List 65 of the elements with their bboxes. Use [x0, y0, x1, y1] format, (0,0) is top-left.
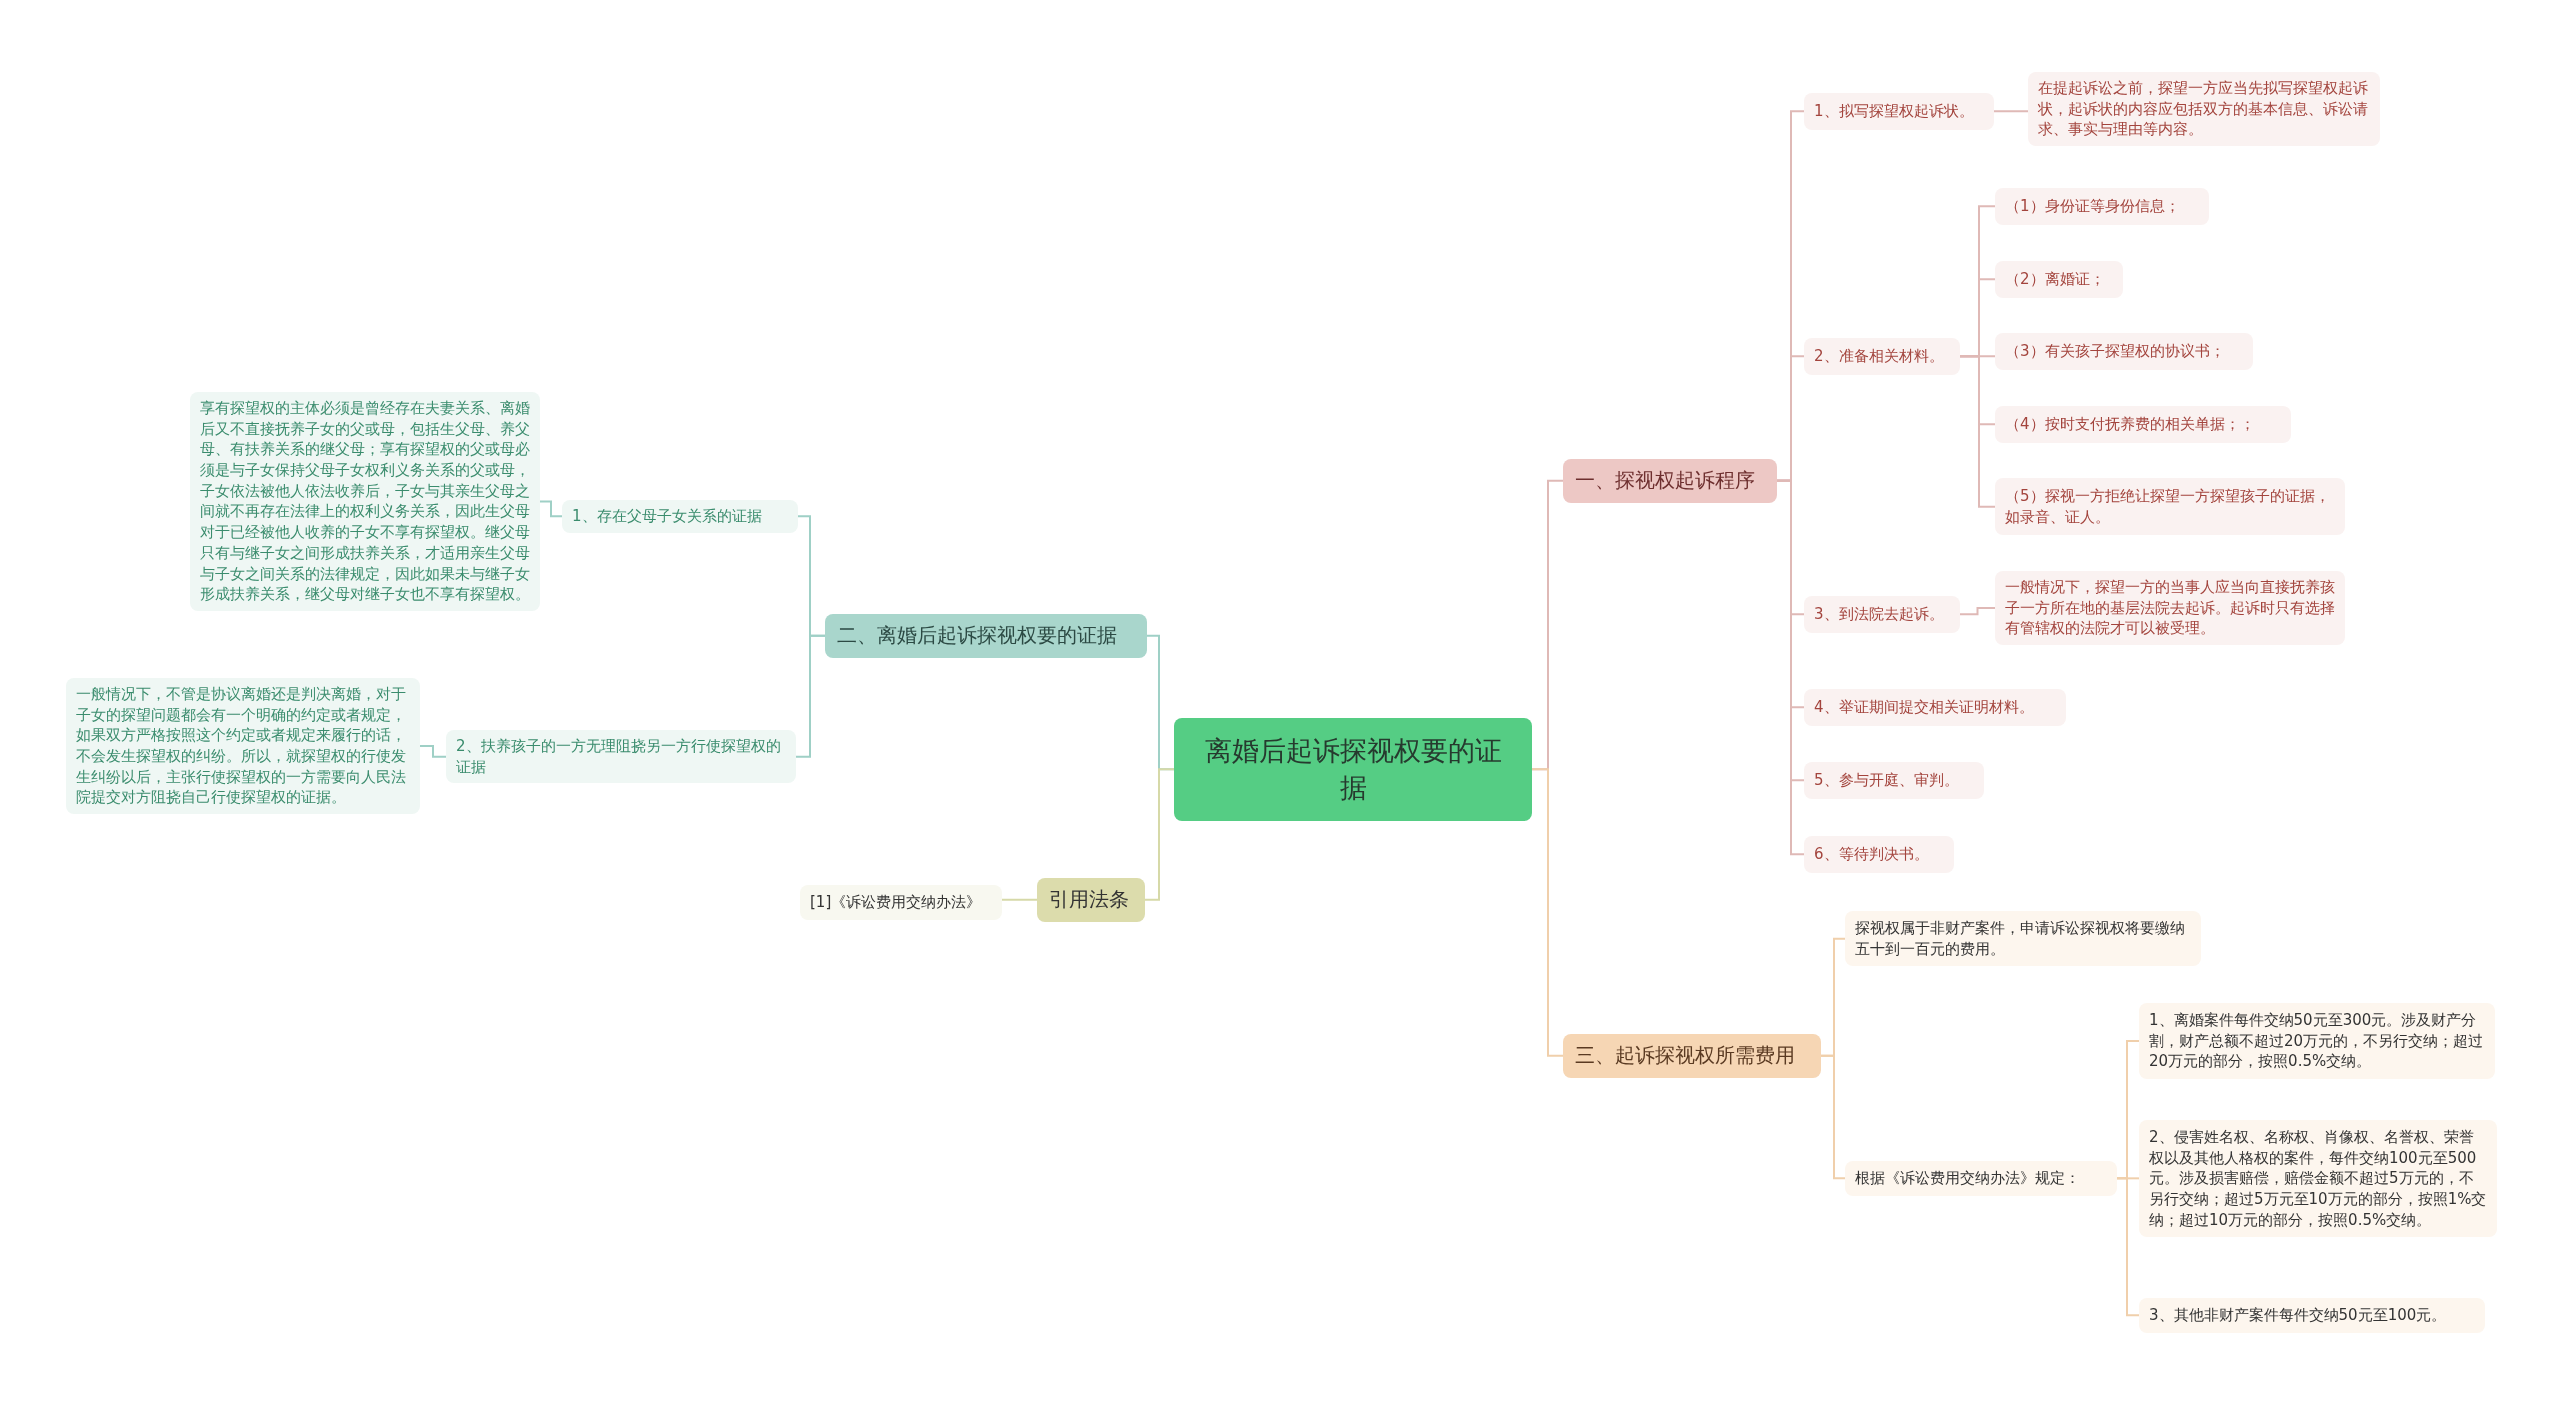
central-topic-box	[1174, 718, 1532, 821]
branch-topic-box	[1563, 1034, 1821, 1078]
topic-text: [1]《诉讼费用交纳办法》	[810, 892, 983, 913]
subtopic-box	[1995, 333, 2253, 370]
connector-line	[1001, 898, 1038, 901]
subtopic-box	[1804, 338, 1960, 375]
topic-text: 2、准备相关材料。	[1814, 346, 1945, 367]
connector-line	[1820, 1054, 1846, 1180]
topic-text: （1）身份证等身份信息；	[2005, 196, 2181, 217]
topic-text: 6、等待判决书。	[1814, 844, 1930, 865]
subtopic-box	[446, 730, 796, 784]
topic-text: （5）探视一方拒绝让探望一方探望孩子的证据，如录音、证人。	[2005, 486, 2331, 528]
topic-text: 一、探视权起诉程序	[1575, 467, 1756, 494]
subtopic-box	[2139, 1120, 2497, 1238]
topic-text: 2、扶养孩子的一方无理阻挠另一方行使探望权的证据	[456, 736, 782, 778]
subtopic-box	[1995, 406, 2291, 443]
connector-line	[1531, 768, 1564, 1057]
topic-text: （4）按时支付抚养费的相关单据；；	[2005, 414, 2256, 435]
topic-text: 享有探望权的主体必须是曾经存在夫妻关系、离婚后又不直接抚养子女的父或母，包括生父母、养父母、有扶养关系的继父母；享有探望权的父或母必须是与子女保持父母子女权利义务关系的父或母，子女依法被他人依法收养后，子女与其亲生父母之间就不再存在法律上的权利义务关系，因此生父母对于已经被他人收养的子女不享有探望权。继父母只有与继子女之间形成扶养关系，才适用亲生父母与子女之间关系的法律规定，因此如果未与继子女形成扶养关系，继父母对继子女也不享有探望权。	[200, 398, 530, 605]
subtopic-box	[1995, 188, 2209, 225]
connector-line	[1993, 110, 2029, 113]
branch-topic-box	[825, 614, 1147, 658]
subtopic-box	[1804, 93, 1994, 130]
topic-text: 2、侵害姓名权、名称权、肖像权、名誉权、荣誉权以及其他人格权的案件，每件交纳100元至500元。涉及损害赔偿，赔偿金额不超过5万元的，不另行交纳；超过5万元至10万元的部分，按照1%交纳；超过10万元的部分，按照0.5%交纳。	[2149, 1127, 2487, 1231]
connector-line	[419, 745, 447, 758]
subtopic-box	[1804, 836, 1954, 873]
subtopic-box	[1804, 762, 1984, 799]
topic-text: 1、存在父母子女关系的证据	[572, 506, 763, 527]
subtopic-box	[1995, 478, 2345, 536]
topic-text: 二、离婚后起诉探视权要的证据	[837, 622, 1118, 649]
topic-text: 引用法条	[1049, 886, 1130, 913]
subtopic-box	[1804, 689, 2066, 726]
connector-line	[2116, 1177, 2140, 1317]
topic-text: （3）有关孩子探望权的协议书；	[2005, 341, 2226, 362]
topic-text: 5、参与开庭、审判。	[1814, 770, 1960, 791]
topic-text: 离婚后起诉探视权要的证据	[1203, 734, 1503, 806]
connector-line	[795, 634, 826, 758]
connector-line	[1144, 768, 1175, 901]
subtopic-box	[1804, 596, 1960, 633]
topic-text: 根据《诉讼费用交纳办法》规定：	[1855, 1168, 2081, 1189]
branch-topic-box	[1563, 459, 1777, 503]
subtopic-box	[800, 885, 1002, 920]
subtopic-box	[2139, 1003, 2495, 1080]
connector-line	[539, 500, 563, 518]
topic-text: （2）离婚证；	[2005, 269, 2106, 290]
connector-line	[1959, 355, 1996, 508]
topic-text: 三、起诉探视权所需费用	[1575, 1042, 1796, 1069]
topic-text: 1、拟写探望权起诉状。	[1814, 101, 1975, 122]
subtopic-box	[562, 500, 798, 533]
topic-text: 4、举证期间提交相关证明材料。	[1814, 697, 2035, 718]
note-box	[2028, 72, 2380, 147]
topic-text: 一般情况下，探望一方的当事人应当向直接抚养孩子一方所在地的基层法院去起诉。起诉时只有选择有管辖权的法院才可以被受理。	[2005, 577, 2335, 640]
topic-text: 在提起诉讼之前，探望一方应当先拟写探望权起诉状，起诉状的内容应包括双方的基本信息、诉讼请求、事实与理由等内容。	[2038, 78, 2369, 141]
topic-text: 1、离婚案件每件交纳50元至300元。涉及财产分割，财产总额不超过20万元的，不另行交纳；超过20万元的部分，按照0.5%交纳。	[2149, 1010, 2485, 1073]
topic-text: 3、其他非财产案件每件交纳50元至100元。	[2149, 1305, 2448, 1326]
subtopic-box	[1845, 1161, 2117, 1196]
subtopic-box	[2139, 1298, 2485, 1333]
subtopic-box	[1995, 261, 2123, 298]
connector-line	[1959, 607, 1996, 616]
topic-text: 3、到法院去起诉。	[1814, 604, 1945, 625]
subtopic-box	[1845, 911, 2201, 967]
branch-topic-box	[1037, 878, 1145, 922]
topic-text: 探视权属于非财产案件，申请诉讼探视权将要缴纳五十到一百元的费用。	[1855, 918, 2186, 960]
note-box	[1995, 571, 2345, 646]
topic-text: 一般情况下，不管是协议离婚还是判决离婚，对于子女的探望问题都会有一个明确的约定或者规定，如果双方严格按照这个约定或者规定来履行的话，不会发生探望权的纠纷。所以，就探望权的行使发生纠纷以后，主张行使探望权的一方需要向人民法院提交对方阻挠自己行使探望权的证据。	[76, 684, 407, 809]
